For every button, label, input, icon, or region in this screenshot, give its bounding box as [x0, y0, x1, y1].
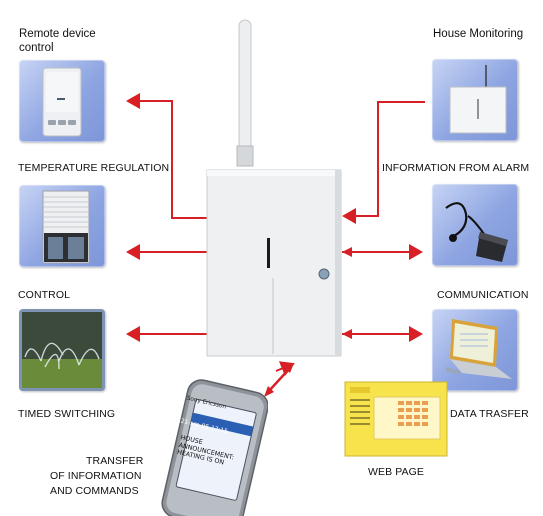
alarm-box-icon — [449, 65, 507, 134]
mobile-phone — [161, 379, 268, 516]
web-page-thumbnail — [344, 381, 448, 457]
arrow-temperature — [126, 93, 207, 219]
arrow-data-head-left — [342, 329, 352, 339]
label-transfer-line3: AND COMMANDS — [50, 485, 139, 497]
arrow-alarm — [342, 101, 425, 224]
label-transfer-line1: TRANSFER — [86, 455, 144, 467]
arrow-phone-head-up — [284, 363, 294, 373]
arrow-phone-line — [267, 367, 291, 393]
label-communication: COMMUNICATION — [437, 289, 529, 301]
label-data-transfer: DATA TRASFER — [450, 408, 529, 420]
header-remote-device-control: Remote device control — [19, 28, 96, 54]
keyhole-slot-icon — [267, 238, 270, 268]
tile-timed-switching — [19, 309, 105, 391]
arrow-phone-head-down — [264, 386, 274, 397]
central-unit — [206, 19, 342, 357]
lock-icon — [318, 268, 330, 280]
label-web-page: WEB PAGE — [368, 466, 425, 478]
tile-alarm — [432, 59, 518, 141]
tile-temperature-regulation — [19, 60, 105, 142]
label-temperature-regulation: TEMPERATURE REGULATION — [18, 162, 170, 174]
header-house-monitoring: House Monitoring — [433, 28, 524, 40]
label-transfer-line2: OF INFORMATION — [50, 470, 142, 482]
window-shutter-icon — [42, 190, 90, 264]
modem-icon — [445, 202, 508, 262]
tile-communication — [432, 184, 518, 266]
tile-data-transfer — [432, 309, 518, 391]
label-information-from-alarm: INFORMATION FROM ALARM — [382, 162, 530, 174]
sprinkler-icon — [19, 309, 105, 391]
antenna-icon — [238, 19, 252, 161]
label-control: CONTROL — [18, 289, 71, 301]
thermostat-icon — [42, 67, 82, 137]
arrow-communication-head-left — [342, 247, 352, 257]
label-timed-switching: TIMED SWITCHING — [18, 408, 116, 420]
laptop-icon — [446, 319, 512, 379]
tile-control — [19, 185, 105, 267]
